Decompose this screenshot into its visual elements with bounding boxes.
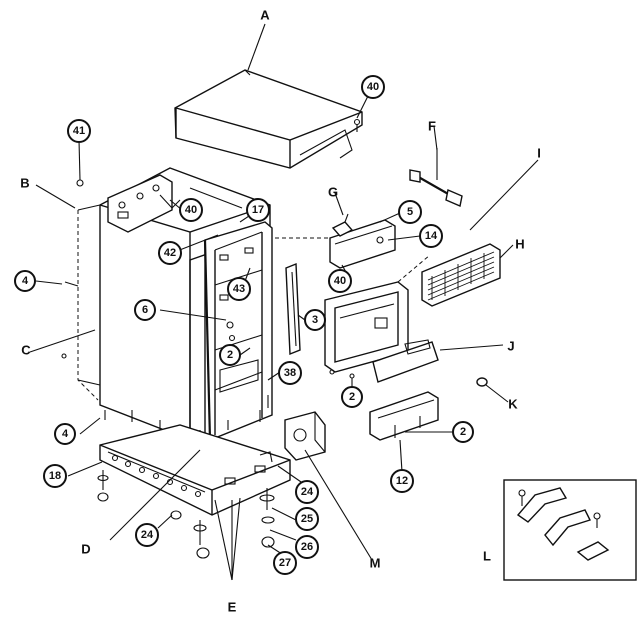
svg-text:38: 38 [284,367,296,379]
bubble-40-panel: 40 [328,269,352,293]
vertical-strip-part-3 [285,262,301,356]
leader-lines [29,23,539,581]
svg-text:3: 3 [312,314,318,326]
bubble-40-top: 40 [361,75,385,99]
bubble-18: 18 [43,464,67,488]
bubble-2-frame: 2 [219,344,241,366]
svg-text:27: 27 [279,557,291,569]
inset-kit-part-l [503,479,637,581]
label-letter: F [428,119,436,134]
svg-text:42: 42 [164,247,176,259]
label-letter: M [370,556,381,571]
svg-text:40: 40 [334,275,346,287]
svg-text:2: 2 [349,391,355,403]
bubble-3: 3 [304,309,326,331]
bubble-4-upper: 4 [14,270,36,292]
svg-text:2: 2 [227,349,233,361]
bubble-40-bracket: 40 [179,198,203,222]
label-letter: C [21,343,31,358]
top-cover-part-a [174,69,363,169]
power-cord-part-f [409,148,463,207]
bubble-12: 12 [390,469,414,493]
bubble-4-lower: 4 [54,423,76,445]
bracket-part-m [284,411,326,461]
svg-text:18: 18 [49,470,61,482]
vent-grille-part-h [421,243,501,307]
bubble-14: 14 [419,224,443,248]
label-letter: A [260,8,270,23]
label-letter: B [20,176,29,191]
number-bubbles: 40 41 4 17 40 5 14 42 43 40 6 3 2 38 4 1… [14,75,474,575]
bubble-43: 43 [227,277,251,301]
svg-text:24: 24 [301,486,314,498]
letter-labels: A B C D E F G H I J K L M [20,8,541,615]
bubble-6: 6 [134,299,156,321]
bubble-42: 42 [158,241,182,265]
label-letter: G [328,185,338,200]
label-letter: D [81,542,90,557]
svg-text:5: 5 [407,206,413,218]
control-panel-face [324,254,431,373]
bubble-38: 38 [278,361,302,385]
svg-text:4: 4 [62,428,69,440]
bubble-26: 26 [295,535,319,559]
switch-part-g [331,213,354,237]
base-plate [99,424,291,516]
svg-text:12: 12 [396,475,408,487]
label-letter: L [483,549,491,564]
lower-bracket-part-12 [369,391,439,441]
bubble-2-bracket: 2 [452,421,474,443]
svg-text:40: 40 [367,81,379,93]
svg-text:40: 40 [185,204,197,216]
bubble-17: 17 [246,198,270,222]
label-letter: K [508,397,518,412]
bubble-2-panel: 2 [341,386,363,408]
label-letter: J [507,339,514,354]
bubble-25: 25 [295,507,319,531]
svg-text:6: 6 [142,304,148,316]
plate-part-j [372,339,439,383]
svg-text:24: 24 [141,529,154,541]
knob-part-k [476,377,488,387]
svg-text:41: 41 [73,125,85,137]
svg-text:17: 17 [252,204,264,216]
bubble-5: 5 [398,200,422,224]
svg-text:26: 26 [301,541,313,553]
label-letter: H [515,237,524,252]
svg-text:25: 25 [301,513,313,525]
bubble-41: 41 [67,119,91,143]
bubble-24-left: 24 [135,523,159,547]
svg-text:2: 2 [460,426,466,438]
svg-text:14: 14 [425,230,438,242]
bubble-24-right: 24 [295,480,319,504]
bubble-27: 27 [273,551,297,575]
label-letter: I [537,146,541,161]
label-letter: E [228,600,237,615]
svg-text:43: 43 [233,283,245,295]
top-bracket [107,174,181,233]
svg-text:4: 4 [22,275,29,287]
front-frame [203,221,273,441]
leveling-feet [97,470,275,559]
